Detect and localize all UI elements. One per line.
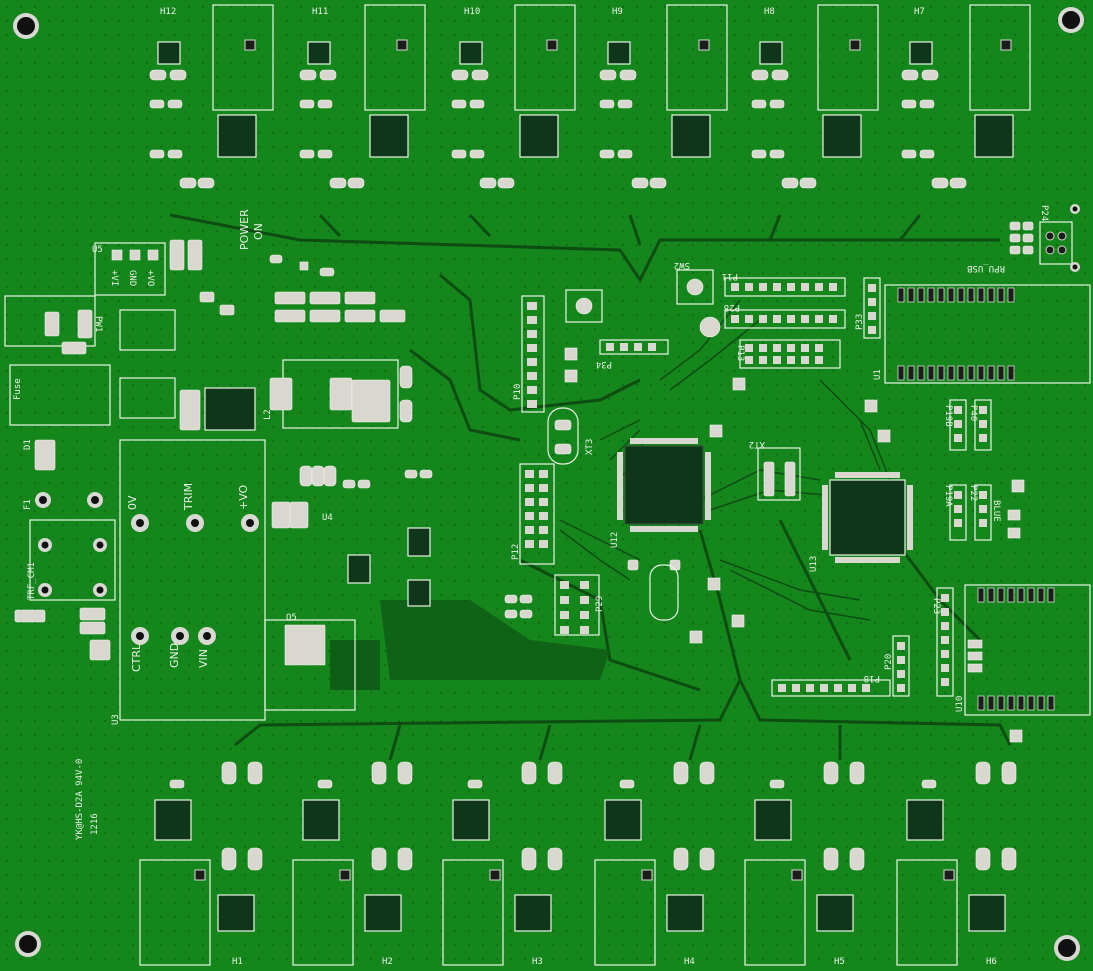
module-h11: H11 [299, 4, 426, 189]
p33-label: P33 [855, 314, 865, 330]
module-h9-label: H9 [612, 7, 623, 17]
xt2-label: XT2 [749, 439, 765, 449]
p13-label: P13 [735, 345, 745, 361]
p28-label: P28 [724, 302, 740, 312]
sw2-label: SW2 [674, 260, 690, 270]
l2-label: L2 [263, 409, 273, 420]
module-h6: H6 [896, 761, 1017, 967]
module-h3-label: H3 [532, 957, 543, 967]
trim-label: TRIM [182, 483, 195, 511]
gnd2-label: GND [168, 643, 181, 668]
u12-label: U12 [610, 532, 620, 548]
pw1-label: PW1 [93, 316, 103, 332]
module-h8: H8 [751, 4, 879, 189]
module-h7: H7 [901, 4, 1031, 189]
mcu-section: U12 U13 XT3 XT2 SW2 P10 [511, 204, 1091, 716]
bottom-module-row: H1 H2 H3 [139, 761, 1017, 967]
p34-label: P34 [596, 359, 612, 369]
power-label: POWER [238, 209, 251, 250]
module-h9: H9 [599, 4, 728, 189]
vi-label: +VI [109, 270, 119, 286]
p12-label: P12 [511, 544, 521, 560]
module-h12-label: H12 [160, 7, 176, 17]
p22-label: P22 [968, 485, 978, 501]
module-h4-label: H4 [684, 957, 695, 967]
regulator-section: L2 U4 Q5 [263, 291, 431, 711]
u1-label: U1 [873, 369, 883, 380]
u3-label: U3 [111, 714, 121, 725]
xt3-label: XT3 [585, 439, 595, 455]
p11-label: P11 [722, 271, 738, 281]
module-h1-label: H1 [232, 957, 243, 967]
mounting-holes [13, 7, 1084, 961]
p20-label: P20 [884, 654, 894, 670]
u10-label: U10 [955, 696, 965, 712]
board-date-code: 1216 [90, 813, 100, 835]
trf-label: TRF_CM1 [27, 562, 37, 600]
u5-label: U5 [92, 245, 103, 255]
board-marking: YK@HS-D2A 94V-0 [75, 759, 85, 840]
p19b-label: P19B [943, 405, 953, 427]
fuse-label: Fuse [13, 378, 23, 400]
passive-components [199, 254, 1025, 743]
p24-label: P24 [1039, 205, 1049, 221]
blue-label: BLUE [991, 500, 1001, 522]
zero-v-label: 0V [126, 495, 139, 510]
q5-label: Q5 [286, 613, 297, 623]
u12-chip [624, 445, 704, 525]
module-h11-label: H11 [312, 7, 328, 17]
module-h1: H1 [139, 761, 263, 967]
module-h10: H10 [451, 4, 576, 189]
plus-vo-label: +VO [237, 484, 250, 510]
p19a-label: P19A [943, 485, 953, 507]
u4-label: U4 [322, 513, 333, 523]
p18-label: P18 [864, 673, 880, 683]
vo-label: +VO [145, 270, 155, 286]
u13-label: U13 [809, 556, 819, 572]
power-section: PW1 Fuse D1 F1 TRF_CM1 U5 +VI GND +VO PO… [4, 209, 266, 840]
d1-label: D1 [23, 439, 33, 450]
f1-label: F1 [23, 499, 33, 510]
module-h12: H12 [149, 4, 274, 189]
ctrl-label: CTRL [130, 643, 143, 672]
module-h7-label: H7 [914, 7, 925, 17]
power-on-label: ON [252, 223, 265, 240]
module-h2: H2 [292, 761, 413, 967]
module-h8-label: H8 [764, 7, 775, 17]
module-h5-label: H5 [834, 957, 845, 967]
top-module-row: H12 H11 H10 [149, 4, 1031, 189]
p23-label: P23 [931, 598, 941, 614]
module-h2-label: H2 [382, 957, 393, 967]
p40-label: P40 [968, 405, 978, 421]
module-h3: H3 [442, 761, 563, 967]
module-h10-label: H10 [464, 7, 480, 17]
module-h5: H5 [744, 761, 865, 967]
p29-label: P29 [595, 596, 605, 612]
u13-chip [829, 479, 906, 556]
rpu-usb-label: RPU_USB [967, 263, 1005, 273]
gnd-label: GND [127, 270, 137, 286]
module-h6-label: H6 [986, 957, 997, 967]
p10-label: P10 [513, 384, 523, 400]
module-h4: H4 [594, 761, 715, 967]
vin-label: VIN [197, 649, 210, 668]
